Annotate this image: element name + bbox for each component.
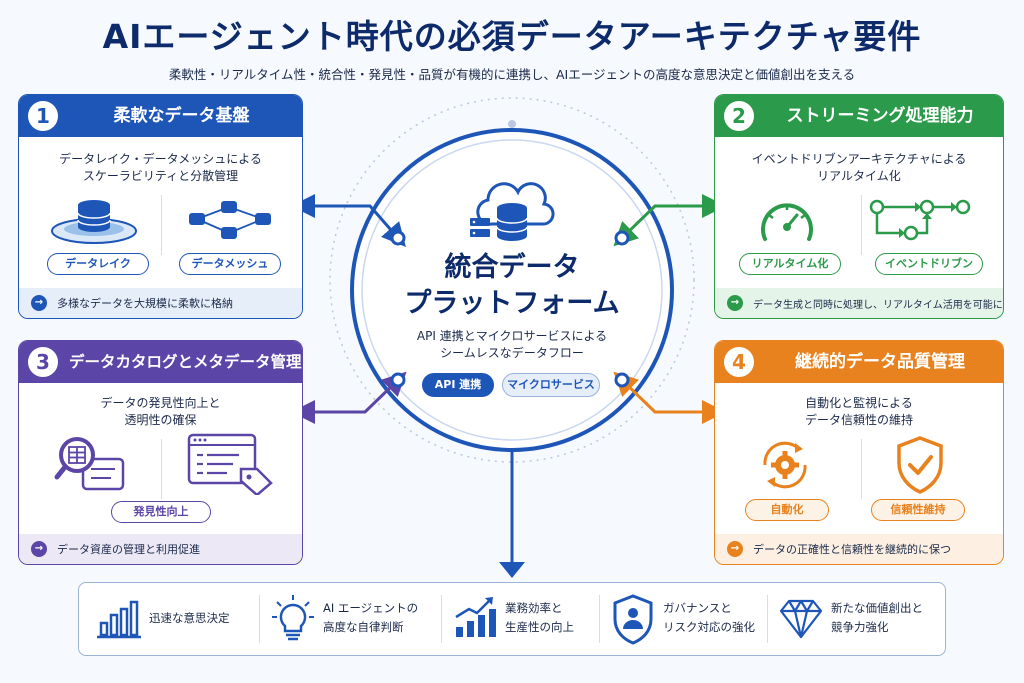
- page-subtitle: 柔軟性・リアルタイム性・統合性・発見性・品質が有機的に連携し、AIエージェントの…: [168, 67, 856, 82]
- arrow-right-icon: →: [31, 541, 47, 557]
- card-title: 継続的データ品質管理: [795, 352, 965, 372]
- benefit-text: 新たな価値創出と 競争力強化: [831, 601, 923, 634]
- pill-data-mesh: データメッシュ: [179, 253, 281, 275]
- pill-discoverability: 発見性向上: [111, 501, 211, 523]
- card-description: イベントドリブンアーキテクチャによる リアルタイム化: [751, 152, 967, 183]
- bar-chart-icon: [97, 600, 141, 639]
- benefit-text: 業務効率と 生産性の向上: [505, 601, 574, 634]
- benefit-item: AI エージェントの 高度な自律判断: [265, 583, 435, 655]
- benefit-item: 業務効率と 生産性の向上: [447, 583, 607, 655]
- outer-dotted-ring: [329, 97, 695, 463]
- card-title: ストリーミング処理能力: [786, 106, 974, 126]
- card-description: 自動化と監視による データ信頼性の維持: [804, 396, 913, 427]
- benefit-item: ガバナンスと リスク対応の強化: [605, 583, 775, 655]
- card-footer: → データ生成と同時に処理し、リアルタイム活用を可能にする: [715, 288, 1003, 318]
- benefit-text: ガバナンスと リスク対応の強化: [663, 601, 755, 634]
- benefit-item: 迅速な意思決定: [91, 583, 251, 655]
- card-data-catalog: 3 データカタログとメタデータ管理 データの発見性向上と 透明性の確保 発見性向…: [18, 340, 303, 565]
- benefits-bar: 迅速な意思決定 AI エージェントの 高度な自律判断 業務効率と 生産性の向上: [78, 582, 946, 656]
- card-footer-text: データ資産の管理と利用促進: [57, 543, 200, 556]
- card-footer-text: データ生成と同時に処理し、リアルタイム活用を可能にする: [753, 299, 1004, 311]
- card-footer-text: データの正確性と信頼性を継続的に保つ: [753, 543, 951, 556]
- catalog-search-icon: [54, 437, 125, 491]
- pill-data-lake: データレイク: [47, 253, 149, 275]
- card-description: データの発見性向上と 透明性の確保: [100, 396, 221, 427]
- card-number: 3: [25, 344, 61, 380]
- event-flow-icon: [869, 199, 971, 241]
- center-description: API 連携とマイクロサービスによる シームレスなデータフロー: [416, 329, 608, 360]
- down-arrow-icon: [499, 562, 525, 578]
- pill-event-driven: イベントドリブン: [875, 253, 983, 275]
- data-mesh-icon: [189, 201, 271, 239]
- card-footer: → データ資産の管理と利用促進: [19, 534, 302, 564]
- diamond-icon: [779, 599, 823, 639]
- pill-reliability: 信頼性維持: [871, 499, 965, 521]
- center-title: 統合データ プラットフォーム: [404, 252, 620, 319]
- card-title: 柔軟なデータ基盤: [113, 106, 250, 126]
- api-pill: API 連携: [422, 373, 494, 397]
- pill-realtime: リアルタイム化: [739, 253, 841, 275]
- lightbulb-icon: [272, 595, 314, 641]
- card-footer-text: 多様なデータを大規模に柔軟に格納: [57, 297, 233, 310]
- card-footer: → データの正確性と信頼性を継続的に保つ: [715, 534, 1003, 564]
- shield-user-icon: [613, 594, 653, 645]
- card-data-quality: 4 継続的データ品質管理 自動化と監視による データ信頼性の維持 自動化 信頼性…: [714, 340, 1004, 565]
- arrow-right-icon: →: [727, 541, 743, 557]
- microservice-pill: マイクロサービス: [502, 373, 600, 397]
- pill-automation: 自動化: [745, 499, 829, 521]
- card-streaming-processing: 2 ストリーミング処理能力 イベントドリブンアーキテクチャによる リアルタイム化…: [714, 94, 1004, 319]
- gauge-icon: [761, 203, 813, 241]
- page-title: AIエージェント時代の必須データアーキテクチャ要件: [102, 17, 922, 56]
- card-title: データカタログとメタデータ管理: [69, 353, 302, 371]
- arrow-right-icon: →: [31, 295, 47, 311]
- platform-db-cloud-icon: [470, 182, 555, 241]
- auto-gear-icon: [763, 441, 807, 489]
- card-description: データレイク・データメッシュによる スケーラビリティと分散管理: [59, 152, 262, 183]
- card-flexible-data-foundation: 1 柔軟なデータ基盤 データレイク・データメッシュによる スケーラビリティと分散…: [18, 94, 303, 319]
- shield-check-icon: [897, 436, 943, 494]
- growth-chart-icon: [455, 597, 496, 637]
- arrow-right-icon: →: [727, 295, 743, 311]
- benefit-item: 新たな価値創出と 競争力強化: [773, 583, 943, 655]
- benefit-text: AI エージェントの 高度な自律判断: [323, 601, 419, 634]
- card-number: 4: [721, 344, 757, 380]
- card-footer: → 多様なデータを大規模に柔軟に格納: [19, 288, 302, 318]
- metadata-tag-icon: [187, 433, 273, 495]
- card-number: 1: [25, 98, 61, 134]
- benefit-text: 迅速な意思決定: [149, 611, 230, 625]
- data-lake-icon: [51, 200, 137, 244]
- card-number: 2: [721, 98, 757, 134]
